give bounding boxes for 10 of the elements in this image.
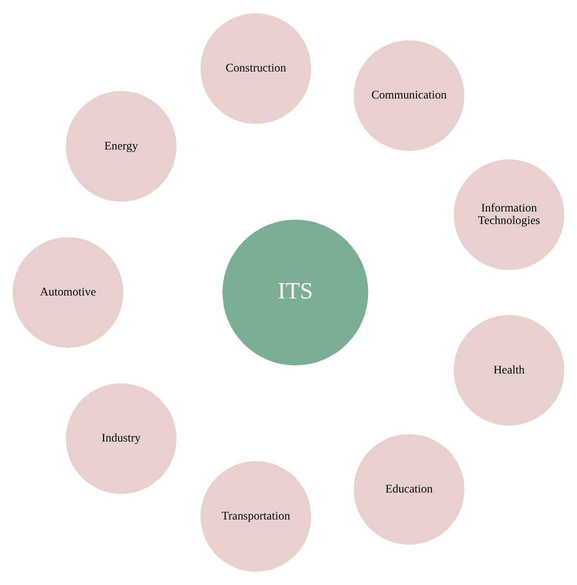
node-circle: Communication: [354, 40, 464, 151]
node-circle: Information Technologies: [454, 159, 564, 270]
node-circle: Energy: [66, 91, 176, 202]
node-circle: ITS: [222, 220, 368, 366]
node-circle: Health: [454, 314, 564, 426]
node-circle: Construction: [200, 13, 312, 124]
node-circle: Transportation: [200, 461, 312, 572]
node-circle: Education: [354, 434, 464, 545]
node-circle: Automotive: [12, 237, 124, 348]
node-circle: Industry: [66, 383, 176, 494]
